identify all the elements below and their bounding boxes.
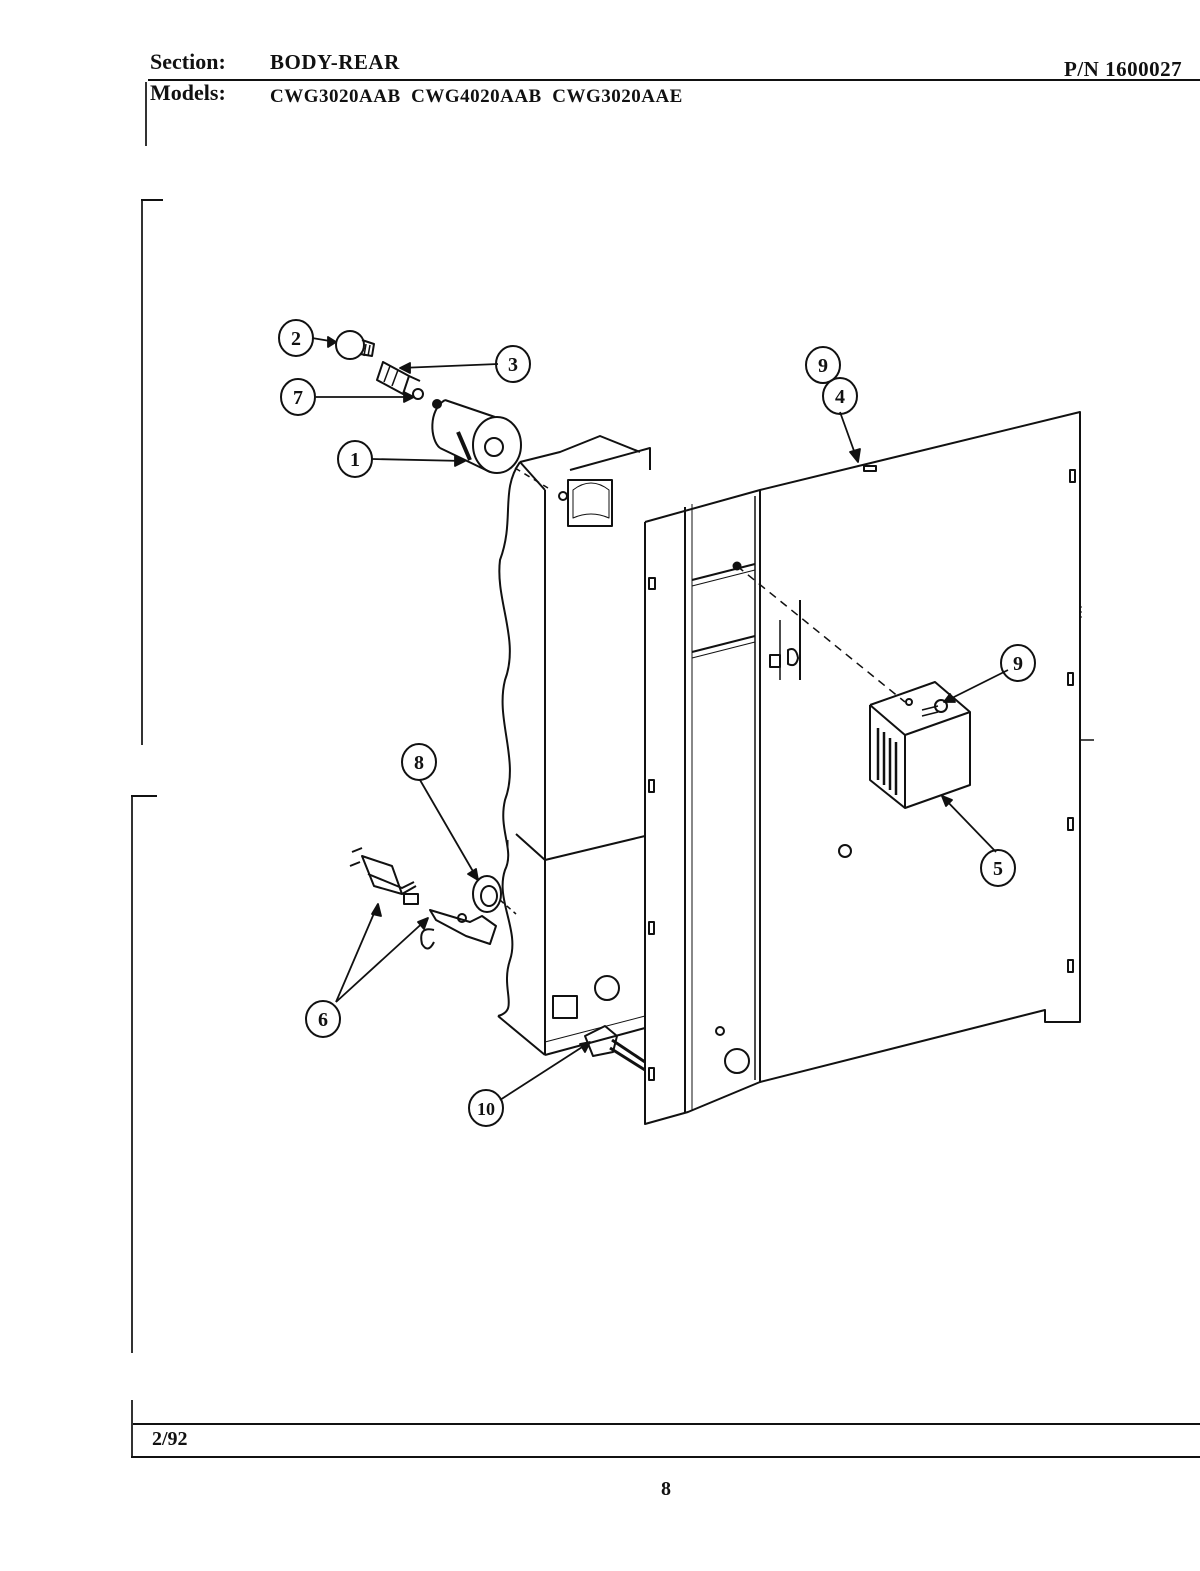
callout-8: 8	[414, 752, 424, 774]
callout-5: 5	[993, 858, 1003, 880]
header-rule	[148, 79, 1200, 81]
frame-left-mid	[141, 199, 143, 745]
part-5-box	[736, 565, 971, 809]
frame-left-top	[145, 82, 147, 146]
callout-9-top: 9	[818, 355, 828, 377]
footer-rule-top	[131, 1423, 1200, 1425]
callout-4: 4	[835, 386, 845, 408]
part-2-bulb	[335, 330, 375, 360]
callout-circles	[278, 319, 1036, 1127]
leader-lines	[311, 336, 1009, 1101]
models-value: CWG3020AAB CWG4020AAB CWG3020AAE	[270, 86, 683, 107]
frame-tick-2	[131, 795, 157, 797]
footer-rule-bottom	[131, 1456, 1200, 1458]
part-6-connectors	[349, 847, 497, 950]
channel-strip	[644, 489, 761, 1125]
callout-2: 2	[291, 328, 301, 350]
frame-tick-1	[141, 199, 163, 201]
part-3-socket	[376, 361, 441, 408]
callout-10: 10	[477, 1099, 495, 1119]
part-number: P/N 1600027	[1064, 57, 1183, 81]
cabinet-side	[497, 435, 651, 1056]
callout-7: 7	[293, 387, 303, 409]
part-1-housing	[431, 399, 549, 489]
part-9-screw	[921, 699, 948, 717]
footer-rule-left	[131, 1400, 133, 1458]
section-value: BODY-REAR	[270, 50, 400, 74]
callout-6: 6	[318, 1009, 328, 1031]
rear-panel	[754, 411, 1094, 1083]
revision-date: 2/92	[152, 1428, 188, 1450]
frame-left-low	[131, 795, 133, 1353]
section-label: Section:	[150, 49, 226, 74]
wire-clips	[769, 600, 801, 680]
callout-9-box: 9	[1013, 653, 1023, 675]
callout-3: 3	[508, 354, 518, 376]
part-10-cord	[584, 1025, 646, 1072]
callout-1: 1	[350, 449, 360, 471]
models-label: Models:	[150, 80, 226, 105]
page-number: 8	[661, 1478, 671, 1500]
part-8-grommet	[472, 875, 517, 915]
